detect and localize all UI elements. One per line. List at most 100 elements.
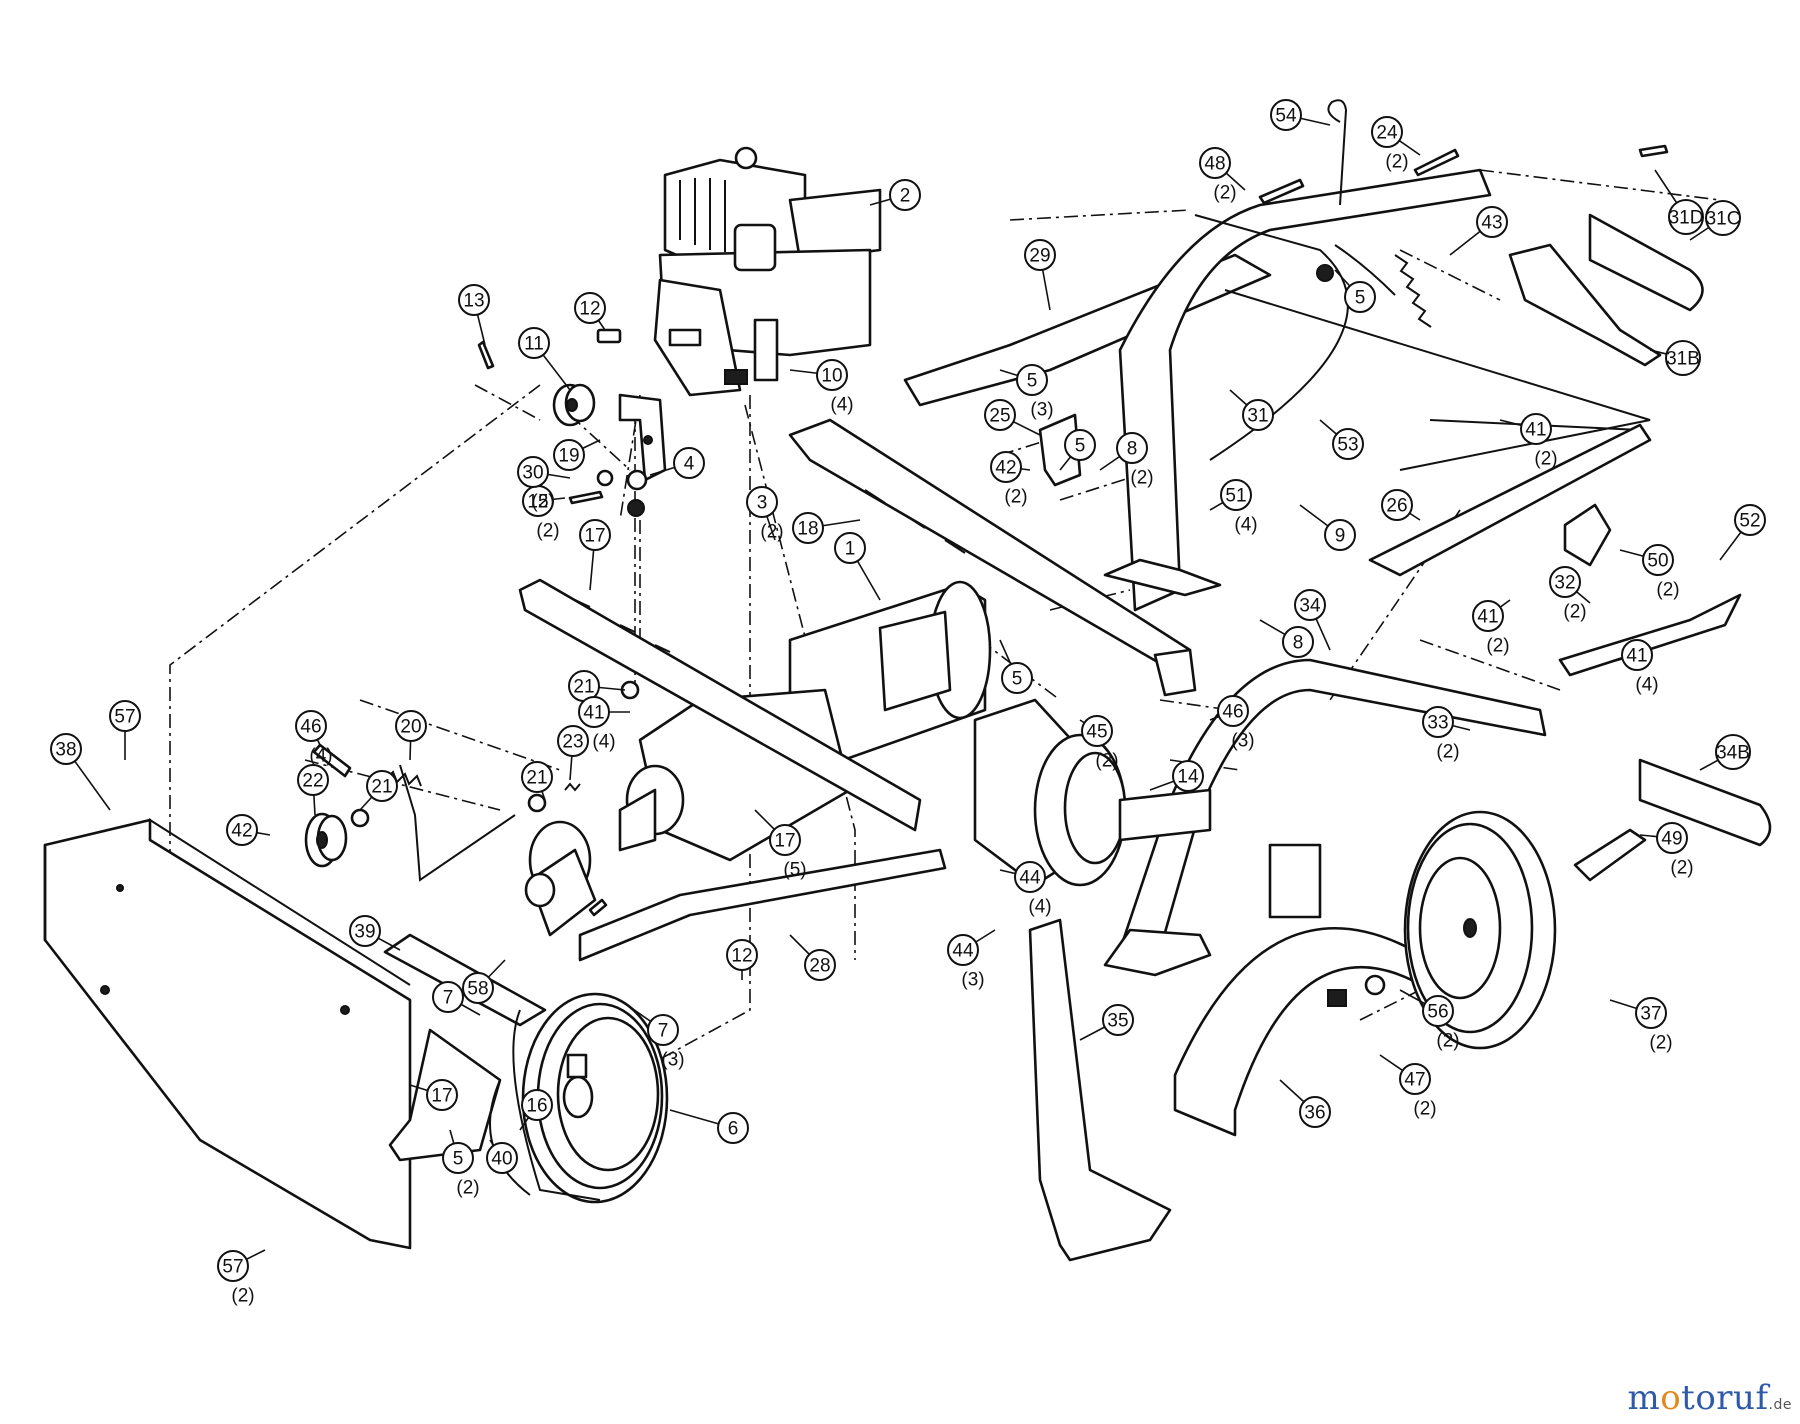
pulley-22 <box>304 812 348 868</box>
callout-number: 32 <box>1554 573 1575 594</box>
callout-number: 15 <box>527 492 548 513</box>
callout-number: 31B <box>1666 349 1700 370</box>
callout-35: 35 <box>1079 1004 1134 1041</box>
callout-42: 42(2) <box>990 451 1031 508</box>
callout-circle <box>816 359 848 391</box>
callout-quantity: (2) <box>1486 636 1509 657</box>
callout-20: 20 <box>395 710 427 761</box>
callout-circle <box>297 764 329 796</box>
chain-53 <box>1316 244 1396 296</box>
callout-45: 45(2) <box>1079 715 1119 772</box>
callout-quantity: (2) <box>1095 751 1118 772</box>
part-callouts: 123(2)45(3)5555(2)677(3)8(2)8910(4)11121… <box>50 99 1766 1307</box>
callout-number: 24 <box>1376 123 1398 144</box>
callout-7: 7(3) <box>619 999 685 1071</box>
callout-circle <box>217 1250 249 1282</box>
callout-quantity: (2) <box>1436 742 1459 763</box>
callout-number: 37 <box>1640 1004 1661 1025</box>
callout-41: 41(2) <box>1499 413 1558 470</box>
callout-number: 41 <box>583 703 604 724</box>
callout-circle <box>1172 760 1204 792</box>
callout-number: 25 <box>989 406 1010 427</box>
bolt-15 <box>568 490 604 505</box>
nut-47 <box>1327 989 1347 1007</box>
callout-circle <box>109 700 141 732</box>
callout-circle <box>1715 734 1751 770</box>
axle-bolt-49 <box>1573 828 1647 882</box>
callout-circle <box>1242 399 1274 431</box>
pin-46 <box>312 743 352 778</box>
key-12 <box>596 328 622 344</box>
callout-circle <box>1299 1096 1331 1128</box>
callout-circle <box>578 696 610 728</box>
callout-36: 36 <box>1279 1079 1331 1128</box>
callout-43: 43 <box>1449 206 1508 256</box>
watermark-logo: motoruf.de <box>1627 1378 1792 1418</box>
frame-bar-18 <box>788 418 1197 697</box>
callout-number: 58 <box>467 979 488 1000</box>
callout-number: 14 <box>1177 767 1199 788</box>
callout-circle <box>574 292 606 324</box>
callout-number: 41 <box>1525 420 1546 441</box>
callout-number: 18 <box>797 519 818 540</box>
callout-quantity: (2) <box>1004 487 1027 508</box>
callout-number: 16 <box>526 1096 547 1117</box>
callout-53: 53 <box>1319 419 1364 460</box>
callout-46: 46(4) <box>295 710 333 767</box>
callout-circle <box>1520 413 1552 445</box>
callout-11: 11 <box>518 327 571 391</box>
callout-circle <box>717 1112 749 1144</box>
callout-quantity: (3) <box>1231 731 1254 752</box>
callout-9: 9 <box>1299 504 1356 551</box>
engine <box>653 146 882 397</box>
callout-circle <box>1621 639 1653 671</box>
handle-grip-31c <box>1588 213 1704 312</box>
callout-circle <box>1102 1004 1134 1036</box>
callout-circle <box>517 456 549 488</box>
callout-circle <box>1014 861 1046 893</box>
washer-21b <box>350 808 370 828</box>
callout-quantity: (4) <box>1028 897 1051 918</box>
callout-31c: 31C <box>1689 200 1741 241</box>
callout-circle <box>426 1079 458 1111</box>
shift-rod-20 <box>399 764 516 882</box>
callout-48: 48(2) <box>1199 147 1246 204</box>
callout-34b: 34B <box>1699 734 1751 771</box>
callout-circle <box>521 761 553 793</box>
lever-52 <box>1558 593 1742 677</box>
callout-number: 10 <box>821 366 842 387</box>
callout-5: 5(2) <box>442 1129 480 1199</box>
callout-circle <box>1324 519 1356 551</box>
wheel-37 <box>1403 810 1557 1050</box>
callout-quantity: (2) <box>1563 602 1586 623</box>
callout-34: 34 <box>1294 589 1331 651</box>
callout-number: 54 <box>1275 106 1297 127</box>
callout-quantity: (2) <box>1649 1033 1672 1054</box>
callout-circle <box>984 399 1016 431</box>
callout-circle <box>1705 200 1741 236</box>
bolt-48 <box>1258 178 1305 205</box>
callout-number: 35 <box>1107 1011 1128 1032</box>
callout-number: 36 <box>1304 1103 1325 1124</box>
callout-21: 21 <box>521 761 553 801</box>
nut-5 <box>627 499 645 517</box>
plate-25 <box>1038 413 1082 487</box>
callout-16: 16 <box>519 1089 553 1131</box>
callout-quantity: (2) <box>1413 1099 1436 1120</box>
callout-24: 24(2) <box>1371 116 1421 173</box>
callout-number: 40 <box>491 1149 512 1170</box>
callout-54: 54 <box>1270 99 1331 131</box>
callout-quantity: (4) <box>830 395 853 416</box>
callout-quantity: (2) <box>1385 152 1408 173</box>
callout-number: 5 <box>453 1149 464 1170</box>
callout-number: 46 <box>300 717 321 738</box>
callout-number: 9 <box>1335 526 1346 547</box>
mount-plate-17 <box>518 578 922 832</box>
callout-number: 43 <box>1481 213 1502 234</box>
callout-41: 41(4) <box>1599 639 1659 696</box>
callout-18: 18 <box>792 512 861 544</box>
callout-5: 5 <box>1059 429 1096 471</box>
callout-circle <box>1344 281 1376 313</box>
callout-circle <box>647 1014 679 1046</box>
callout-number: 17 <box>431 1086 452 1107</box>
